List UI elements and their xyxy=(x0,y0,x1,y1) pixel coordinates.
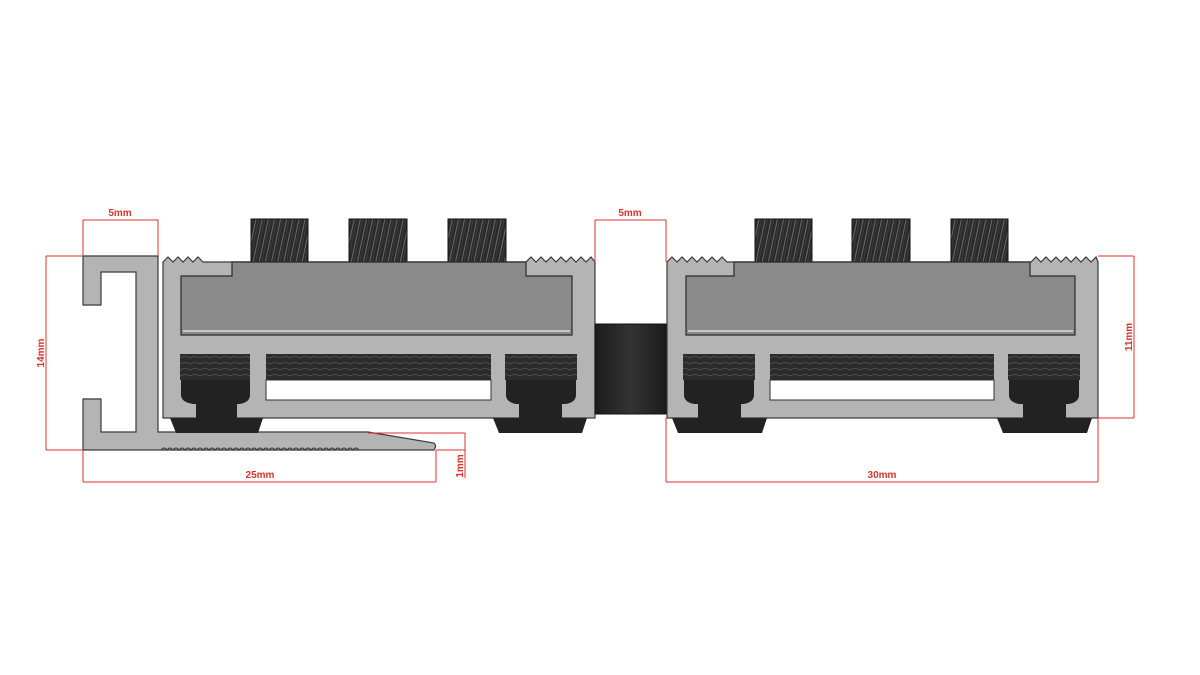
ramp-edge-body xyxy=(82,255,437,451)
dim-label-ramp-depth: 25mm xyxy=(246,470,275,481)
brush-insert xyxy=(754,218,813,264)
brush-insert xyxy=(950,218,1009,264)
dim-label-gap-width: 5mm xyxy=(618,208,641,219)
mesh-channel xyxy=(180,354,250,380)
ramp-grip-ridges xyxy=(160,447,360,451)
right-mat-profile xyxy=(666,218,1099,433)
brush-insert xyxy=(851,218,911,264)
rubber-foot xyxy=(493,380,587,433)
rubber-insert-panel xyxy=(180,261,573,336)
rubber-foot xyxy=(997,380,1092,433)
rubber-foot xyxy=(672,380,767,433)
rubber-foot xyxy=(170,380,263,433)
dim-label-profile-width: 30mm xyxy=(868,470,897,481)
ramp-edge-profile xyxy=(82,255,437,451)
mesh-channel xyxy=(505,354,577,380)
dim-label-profile-height: 11mm xyxy=(1124,323,1135,351)
mesh-channel xyxy=(1008,354,1080,380)
mesh-channel xyxy=(770,354,994,380)
brush-insert xyxy=(447,218,507,264)
dim-label-ramp-height: 14mm xyxy=(36,338,47,367)
brush-insert xyxy=(348,218,408,264)
dim-label-ramp-top-width: 5mm xyxy=(108,208,131,219)
mesh-channel xyxy=(266,354,491,380)
rubber-connector xyxy=(594,323,667,415)
left-mat-profile xyxy=(162,218,596,433)
dim-label-ramp-lip: 1mm xyxy=(455,454,466,477)
brush-insert xyxy=(250,218,309,264)
rubber-insert-panel xyxy=(685,261,1076,336)
dimension-lines xyxy=(45,219,1135,483)
mesh-channel xyxy=(683,354,755,380)
